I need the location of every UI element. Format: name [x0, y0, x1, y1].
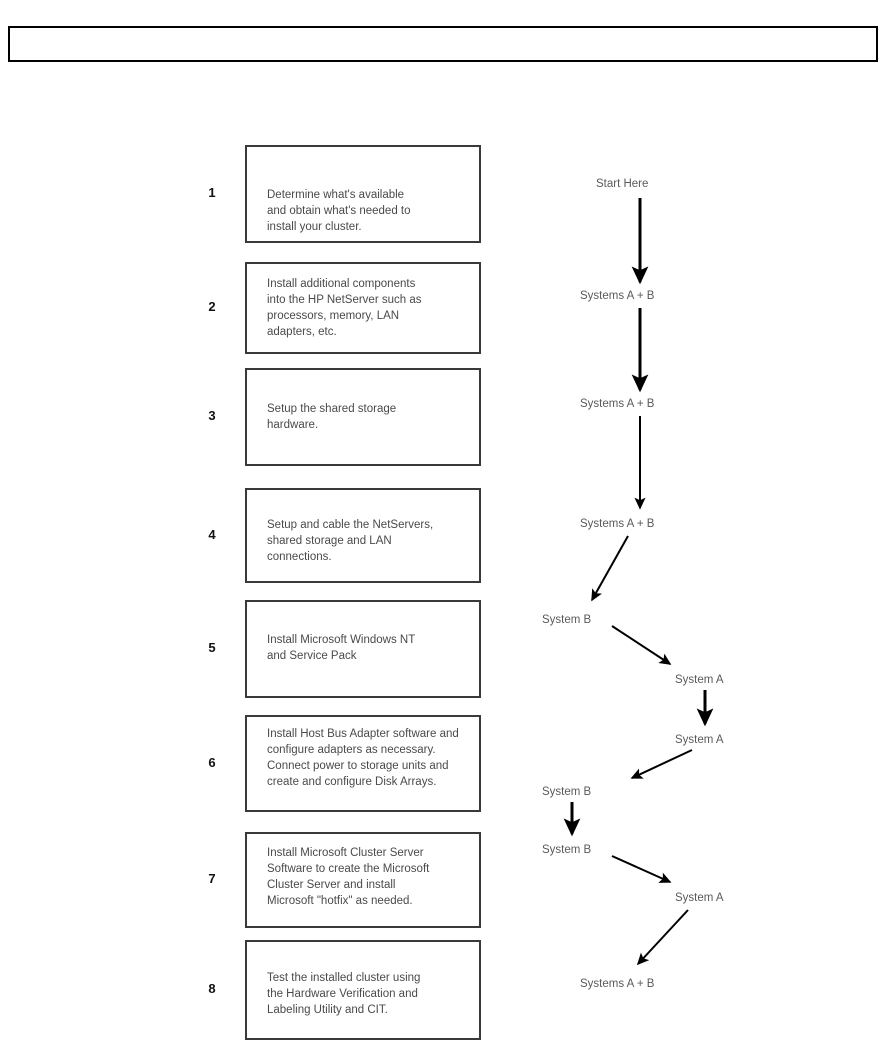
step-box: Setup and cable the NetServers, shared s… [245, 488, 481, 583]
step-number: 7 [208, 871, 216, 886]
flow-node-label: Systems A + B [580, 978, 655, 990]
flow-node-label: Systems A + B [580, 398, 655, 410]
flow-node-label: System B [542, 614, 592, 626]
flow-arrow [611, 625, 672, 665]
step-box: Install Microsoft Cluster Server Softwar… [245, 832, 481, 928]
flow-arrow [611, 855, 672, 883]
step-text: Install Microsoft Windows NT and Service… [267, 634, 416, 662]
header-frame [8, 26, 878, 62]
flow-arrow [630, 749, 693, 779]
step-text: Determine what's available and obtain wh… [267, 189, 411, 233]
step-text: Install Microsoft Cluster Server Softwar… [267, 847, 430, 907]
step-box: Determine what's available and obtain wh… [245, 145, 481, 243]
step-text: Setup the shared storage hardware. [267, 403, 397, 431]
step-number: 5 [208, 640, 216, 655]
step-number: 3 [208, 408, 216, 423]
flow-node-label: Systems A + B [580, 518, 655, 530]
flow-node-label: System A [675, 892, 724, 904]
step-box: Test the installed cluster using the Har… [245, 940, 481, 1040]
flow-node-label: System B [542, 786, 592, 798]
step-text: Setup and cable the NetServers, shared s… [267, 519, 434, 563]
flow-arrow [591, 535, 629, 602]
step-box: Install additional components into the H… [245, 262, 481, 354]
step-number: 1 [208, 185, 216, 200]
step-text: Install Host Bus Adapter software and co… [267, 728, 459, 788]
step-box: Setup the shared storage hardware. [245, 368, 481, 466]
flow-node-label: System B [542, 844, 592, 856]
step-number: 6 [208, 754, 216, 770]
step-number: 8 [208, 981, 216, 996]
flow-node-label: Start Here [596, 178, 649, 190]
step-text: Test the installed cluster using the Har… [267, 972, 421, 1016]
flow-arrow [636, 909, 689, 966]
step-number: 2 [208, 299, 216, 314]
step-number: 4 [208, 526, 216, 542]
flow-node-label: System A [675, 734, 724, 746]
step-text: Install additional components into the H… [267, 278, 422, 338]
flow-node-label: System A [675, 674, 724, 686]
step-box: Install Host Bus Adapter software and co… [245, 715, 481, 812]
flow-arrows [563, 198, 714, 966]
flow-node-label: Systems A + B [580, 290, 655, 302]
step-box: Install Microsoft Windows NT and Service… [245, 600, 481, 698]
